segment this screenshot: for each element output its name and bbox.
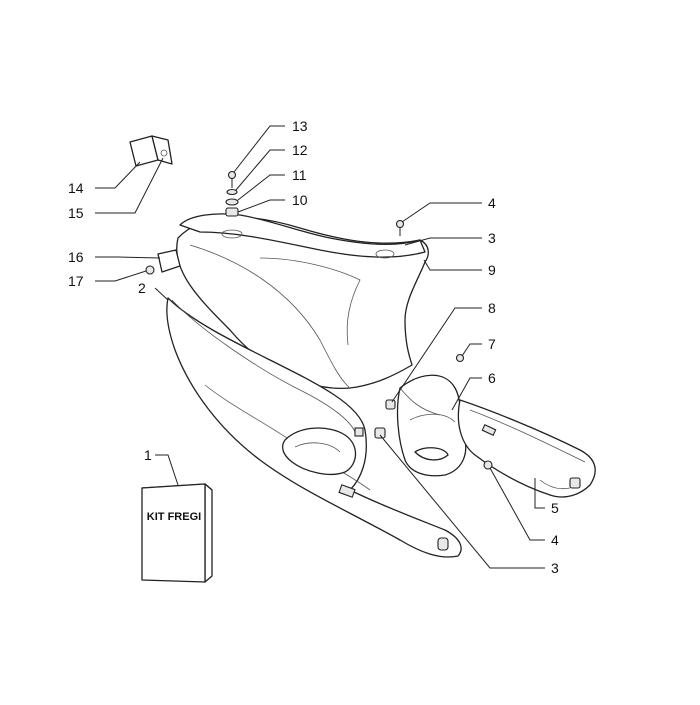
screw-4-top-icon	[395, 219, 405, 236]
lower-side-panel	[166, 297, 462, 558]
kit-fregi-box: KIT FREGI	[141, 483, 213, 583]
clip-8-icon	[385, 399, 396, 410]
top-fastener-stack	[225, 170, 239, 217]
callout-16: 16	[68, 249, 84, 265]
screw-7-icon	[455, 353, 465, 363]
callout-4-top: 4	[488, 195, 496, 211]
callout-13: 13	[292, 118, 308, 134]
side-cover-body	[176, 213, 429, 389]
callout-2: 2	[138, 280, 146, 296]
screw-17-icon	[145, 265, 155, 275]
side-emblem-plate	[157, 249, 181, 273]
callout-6: 6	[488, 370, 496, 386]
callout-1: 1	[144, 447, 152, 463]
callout-9: 9	[488, 262, 496, 278]
callout-12: 12	[292, 142, 308, 158]
callout-7: 7	[488, 336, 496, 352]
callout-10: 10	[292, 192, 308, 208]
emblem-badge	[129, 135, 173, 167]
screw-4-lower-icon	[483, 460, 493, 470]
callout-17: 17	[68, 273, 84, 289]
leader-lines	[95, 125, 545, 569]
callout-14: 14	[68, 180, 84, 196]
rear-tail-piece	[457, 399, 596, 498]
callout-11: 11	[292, 167, 307, 183]
callout-8: 8	[488, 300, 496, 316]
callout-3-top: 3	[488, 230, 496, 246]
callout-5: 5	[551, 500, 559, 516]
kit-box-label: KIT FREGI	[147, 511, 201, 523]
callout-3-lower: 3	[551, 560, 559, 576]
callout-4-lower: 4	[551, 532, 559, 548]
inner-rear-panel	[396, 374, 467, 477]
callout-15: 15	[68, 205, 84, 221]
clip-3-lower-icon	[374, 427, 386, 439]
